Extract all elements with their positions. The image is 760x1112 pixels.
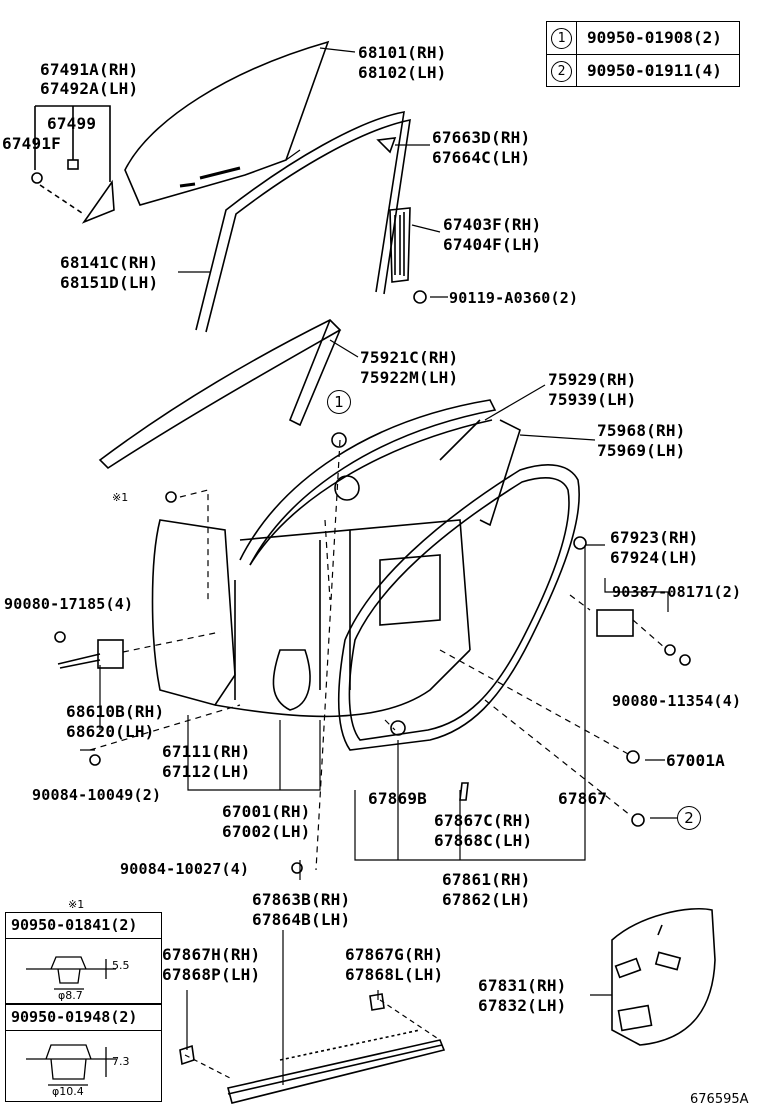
part-label: 67831(RH) (478, 976, 567, 995)
part-label: 68610B(RH) (66, 702, 165, 721)
clip-diameter: φ8.7 (58, 989, 83, 1002)
callout-2: 2 (677, 806, 701, 830)
legend-row: 2 90950-01911(4) (547, 54, 739, 87)
fasteners (89, 432, 645, 874)
part-label: 90080-17185(4) (4, 595, 134, 613)
clip-height: 7.3 (112, 1055, 130, 1068)
part-label: 90119-A0360(2) (449, 289, 579, 307)
clip-code: 90950-01948(2) (6, 1005, 161, 1031)
part-label: 68101(RH) (358, 43, 447, 62)
legend-number-cell: 2 (547, 55, 577, 87)
part-label: 67864B(LH) (252, 910, 351, 929)
part-label: 67862(LH) (442, 890, 531, 909)
part-label: 67863B(RH) (252, 890, 351, 909)
part-label: 67867C(RH) (434, 811, 533, 830)
part-label: 67001(RH) (222, 802, 311, 821)
door-check (54, 536, 691, 669)
part-label: 67869B (368, 789, 427, 808)
part-label: 67001A (666, 751, 725, 770)
legend-row: 1 90950-01908(2) (547, 22, 739, 54)
part-label: 90080-11354(4) (612, 692, 742, 710)
door-glass (124, 40, 330, 206)
part-label: 67491A(RH) (40, 60, 139, 79)
glass-run (195, 111, 411, 333)
part-label: 67499 (47, 114, 97, 133)
part-label: 67111(RH) (162, 742, 251, 761)
part-label: 67491F (2, 134, 61, 153)
part-label: 67404F(LH) (443, 235, 542, 254)
clip-diameter: φ10.4 (52, 1085, 84, 1098)
legend-number: 2 (551, 60, 572, 82)
clip-code: 90950-01841(2) (6, 913, 161, 939)
clip-detail-box-2: 90950-01948(2) 7.3 φ10.4 (5, 1004, 162, 1102)
part-label: 67924(LH) (610, 548, 699, 567)
legend-number-cell: 1 (547, 22, 577, 54)
part-label: 75939(LH) (548, 390, 637, 409)
part-label: 67492A(LH) (40, 79, 139, 98)
mirror-cover-parts (31, 105, 115, 224)
part-label: 67868C(LH) (434, 831, 533, 850)
part-label: 75922M(LH) (360, 368, 459, 387)
part-label: 67861(RH) (442, 870, 531, 889)
part-label: 67923(RH) (610, 528, 699, 547)
callout-1: 1 (327, 390, 351, 414)
part-label: 67867H(RH) (162, 945, 261, 964)
part-label: 68102(LH) (358, 63, 447, 82)
clip-drawing-1 (26, 956, 116, 990)
part-label: 68620(LH) (66, 722, 155, 741)
legend-code: 90950-01908(2) (587, 28, 722, 47)
clip-height: 5.5 (112, 959, 130, 972)
legend-number: 1 (551, 27, 572, 49)
part-label: 67403F(RH) (443, 215, 542, 234)
part-label: 67868L(LH) (345, 965, 444, 984)
illustration-code: 676595A (690, 1092, 749, 1107)
part-label: 75969(LH) (597, 441, 686, 460)
part-label: 67112(LH) (162, 762, 251, 781)
part-label: 67867 (558, 789, 608, 808)
part-label: 67663D(RH) (432, 128, 531, 147)
division-bar (376, 137, 427, 304)
clip-note-mark: ※1 (68, 898, 85, 911)
clip-drawing-2 (26, 1044, 116, 1086)
dashed-leaders (89, 439, 666, 871)
service-hole-cover (611, 907, 716, 1046)
part-label: 90387-08171(2) (612, 583, 742, 601)
note-mark: ※1 (112, 491, 129, 504)
part-label: 67664C(LH) (432, 148, 531, 167)
part-label: 75929(RH) (548, 370, 637, 389)
leader-lines (80, 47, 678, 1085)
part-label: 67867G(RH) (345, 945, 444, 964)
part-label: 90084-10027(4) (120, 860, 250, 878)
rocker-moulding (179, 993, 446, 1104)
part-label: 68141C(RH) (60, 253, 159, 272)
belt-moulding (98, 319, 342, 470)
part-label: 90084-10049(2) (32, 786, 162, 804)
door-panel (151, 399, 497, 718)
part-label: 68151D(LH) (60, 273, 159, 292)
part-label: 67832(LH) (478, 996, 567, 1015)
fastener-legend-table: 1 90950-01908(2) 2 90950-01911(4) (546, 21, 740, 87)
part-label: 67868P(LH) (162, 965, 261, 984)
part-label: 75968(RH) (597, 421, 686, 440)
weatherstrip (337, 419, 580, 751)
legend-code: 90950-01911(4) (587, 61, 722, 80)
part-label: 67002(LH) (222, 822, 311, 841)
clip-detail-box-1: 90950-01841(2) 5.5 φ8.7 (5, 912, 162, 1004)
part-label: 75921C(RH) (360, 348, 459, 367)
